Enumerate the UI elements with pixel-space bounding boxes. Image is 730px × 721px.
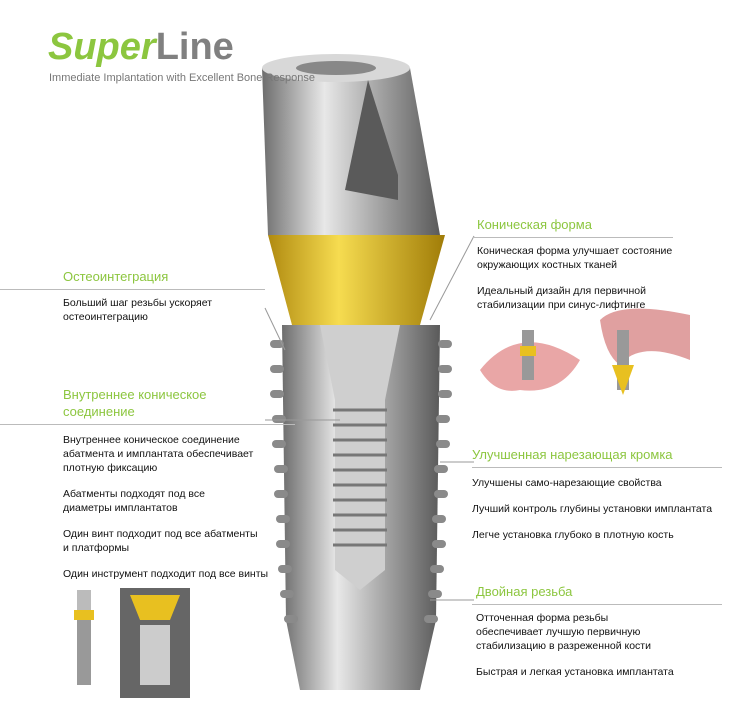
- section-text: Внутреннее коническое соединение абатмен…: [63, 434, 254, 474]
- section-text: Абатменты подходят под все диаметры импл…: [63, 488, 205, 514]
- section-text: Отточенная форма резьбы обеспечивает луч…: [476, 612, 651, 652]
- implant-body: [270, 325, 452, 690]
- gold-collar: [268, 235, 445, 325]
- section-text: Один винт подходит под все абатменты и п…: [63, 528, 258, 554]
- section-title: Остеоинтеграция: [63, 269, 169, 284]
- leader-lines: [264, 235, 475, 601]
- section-text: Коническая форма улучшает состояние окру…: [477, 245, 673, 271]
- section-osseointegration: Остеоинтеграция Больший шаг резьбы ускор…: [0, 268, 265, 324]
- section-title: Внутреннее коническое соединение: [63, 387, 207, 419]
- section-text: Улучшены само-нарезающие свойства: [472, 477, 662, 489]
- section-text: Больший шаг резьбы ускоряет остеоинтегра…: [63, 297, 213, 323]
- abutment: [262, 54, 440, 235]
- small-implant-thumbnails: [74, 588, 190, 698]
- section-text: Легче установка глубоко в плотную кость: [472, 529, 674, 541]
- section-text: Быстрая и легкая установка имплантата: [476, 666, 674, 678]
- section-conical-form: Коническая форма Коническая форма улучша…: [473, 216, 677, 312]
- section-internal-connection: Внутреннее коническое соединение Внутрен…: [0, 386, 295, 581]
- section-title: Двойная резьба: [476, 584, 573, 599]
- section-double-thread: Двойная резьба Отточенная форма резьбы о…: [472, 583, 722, 679]
- section-text: Идеальный дизайн для первичной стабилиза…: [477, 285, 646, 311]
- section-title: Коническая форма: [477, 217, 592, 232]
- section-text: Лучший контроль глубины установки имплан…: [472, 503, 713, 515]
- dental-xray-illustration: [480, 308, 690, 395]
- section-text: Один инструмент подходит под все винты: [63, 568, 269, 580]
- section-cutting-edge: Улучшенная нарезающая кромка Улучшены са…: [472, 446, 722, 542]
- section-title: Улучшенная нарезающая кромка: [472, 447, 673, 462]
- tagline: Immediate Implantation with Excellent Bo…: [49, 72, 315, 84]
- brand-logo: SuperLine: [48, 26, 234, 68]
